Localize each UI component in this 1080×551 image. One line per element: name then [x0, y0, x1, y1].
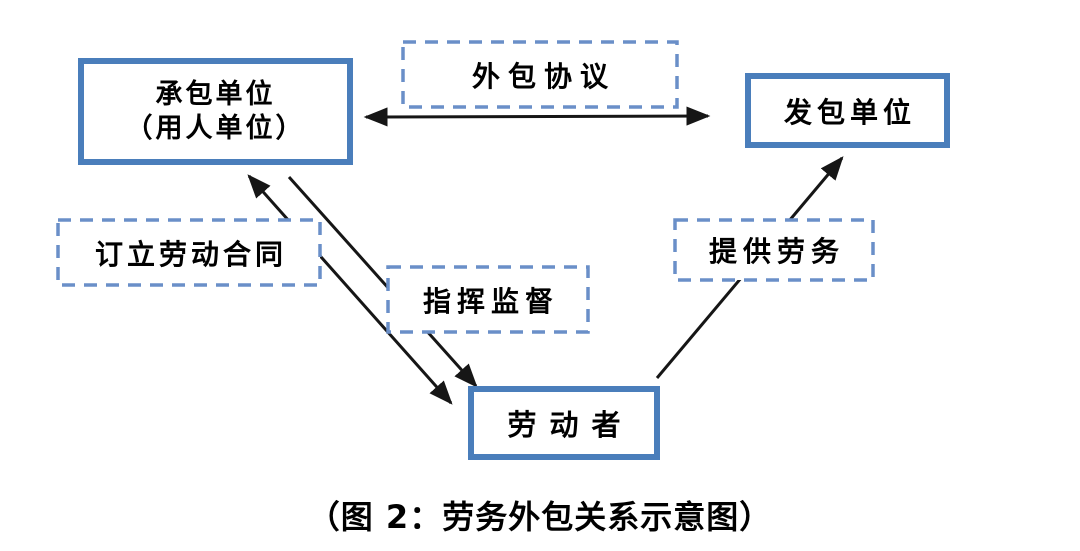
relation-label-outsourcing-agreement-text: 外包协议: [471, 59, 616, 93]
node-contractor-unit: 承包单位 （用人单位）: [78, 58, 353, 165]
node-principal-label: 发包单位: [783, 95, 916, 129]
node-worker: 劳动者: [468, 386, 660, 460]
arrow-labor-contract: [247, 174, 453, 405]
relation-label-provide-labor-text: 提供劳务: [708, 235, 845, 268]
label-box-provide-labor: [673, 218, 875, 282]
node-principal-unit: 发包单位: [745, 73, 950, 148]
relation-label-direct-supervision: 指挥监督: [388, 267, 588, 332]
node-contractor-line2: （用人单位）: [125, 112, 306, 144]
node-worker-label: 劳动者: [507, 408, 634, 442]
relation-label-direct-supervision-text: 指挥监督: [422, 284, 559, 318]
label-box-direct-supervision: [386, 265, 590, 334]
label-box-labor-contract: [56, 218, 322, 287]
relation-label-outsourcing-agreement: 外包协议: [403, 42, 677, 107]
relation-label-provide-labor: 提供劳务: [675, 220, 873, 280]
label-box-outsourcing-agreement: [401, 40, 679, 109]
node-contractor-line1: 承包单位: [155, 78, 276, 110]
relation-label-labor-contract: 订立劳动合同: [58, 220, 320, 285]
arrow-outsourcing-agreement: [363, 106, 711, 127]
relation-label-labor-contract-text: 订立劳动合同: [94, 237, 287, 271]
arrow-direct-supervision: [287, 175, 478, 388]
figure-caption: （图 2：劳务外包关系示意图）: [307, 498, 773, 536]
